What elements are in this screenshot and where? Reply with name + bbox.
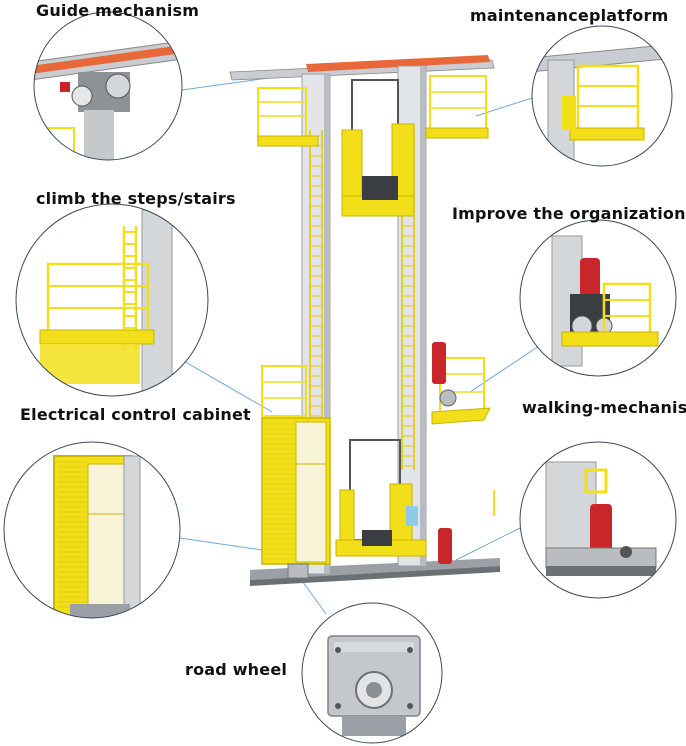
top-right-platform bbox=[425, 75, 489, 139]
label-walking-mechanism: walking-mechanis bbox=[522, 398, 686, 417]
mid-left-platform bbox=[261, 365, 307, 417]
label-maintenance-platform: maintenanceplatform bbox=[470, 6, 669, 25]
upper-carriage bbox=[341, 123, 415, 217]
top-left-platform bbox=[257, 87, 319, 147]
leader-wheel bbox=[299, 577, 327, 615]
label-electrical-cabinet: Electrical control cabinet bbox=[20, 405, 251, 424]
leader-walk bbox=[455, 527, 521, 561]
mid-right-platform bbox=[431, 342, 491, 425]
inset-improve-organization bbox=[519, 219, 677, 377]
electrical-cabinet bbox=[261, 417, 331, 565]
stacker-crane bbox=[229, 55, 500, 586]
lower-carriage bbox=[335, 483, 427, 557]
leader-maint bbox=[475, 97, 533, 117]
label-road-wheel: road wheel bbox=[185, 660, 288, 679]
leader-improve bbox=[469, 339, 549, 393]
inset-climb-stairs bbox=[15, 203, 209, 397]
inset-maintenance-platform bbox=[531, 25, 673, 167]
leader-elec bbox=[179, 537, 263, 551]
label-guide-mechanism: Guide mechanism bbox=[36, 1, 200, 20]
inset-guide-mechanism bbox=[33, 11, 183, 161]
inset-road-wheel bbox=[301, 602, 443, 744]
inset-electrical-cabinet bbox=[3, 441, 181, 619]
label-climb-stairs: climb the steps/stairs bbox=[36, 189, 236, 208]
label-improve-organization: Improve the organization bbox=[452, 204, 686, 223]
inset-walking-mechanism bbox=[519, 441, 677, 599]
leader-climb bbox=[181, 359, 273, 413]
